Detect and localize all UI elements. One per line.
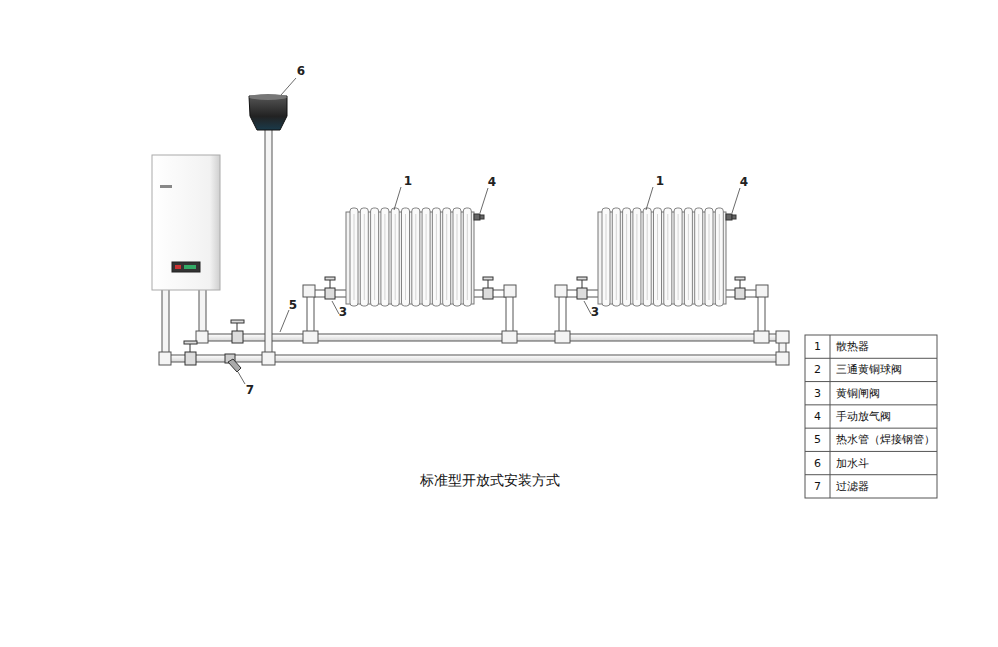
callout-number: 7 [246,384,254,396]
table-cell: 1 [814,341,821,352]
callout-number: 1 [404,175,412,187]
boiler-return-riser [162,288,169,360]
table-cell: 三通黄铜球阀 [836,364,902,375]
table-cell: 过滤器 [836,481,869,492]
table-cell: 热水管（焊接钢管） [836,434,935,445]
table-cell: 黄铜闸阀 [836,388,880,399]
table-cell: 7 [814,481,821,492]
supply-pipe [200,334,786,341]
radiator [346,208,474,306]
callout-number: 3 [339,306,347,318]
table-cell: 散热器 [836,341,869,352]
filter [225,354,241,372]
callout-number: 3 [591,306,599,318]
water-funnel [249,94,287,130]
callout-number: 4 [740,176,748,188]
table-cell: 3 [814,388,821,399]
radiator [598,208,726,306]
caption: 标准型开放式安装方式 [420,473,560,487]
table-cell: 4 [814,411,821,422]
callout-number: 5 [289,299,297,311]
table-cell: 2 [814,364,821,375]
callout-number: 6 [297,65,305,77]
table-cell: 手动放气阀 [836,411,891,422]
boiler [152,155,220,290]
table-cell: 加水斗 [836,458,869,469]
return-pipe [162,355,786,362]
air-vent-valve [474,214,736,220]
funnel-pipe [265,128,272,360]
table-cell: 6 [814,458,821,469]
parts-table [805,335,937,498]
leader-line [238,78,740,384]
gate-valve [184,277,745,365]
callout-number: 4 [488,176,496,188]
table-cell: 5 [814,434,821,445]
callout-number: 1 [656,175,664,187]
